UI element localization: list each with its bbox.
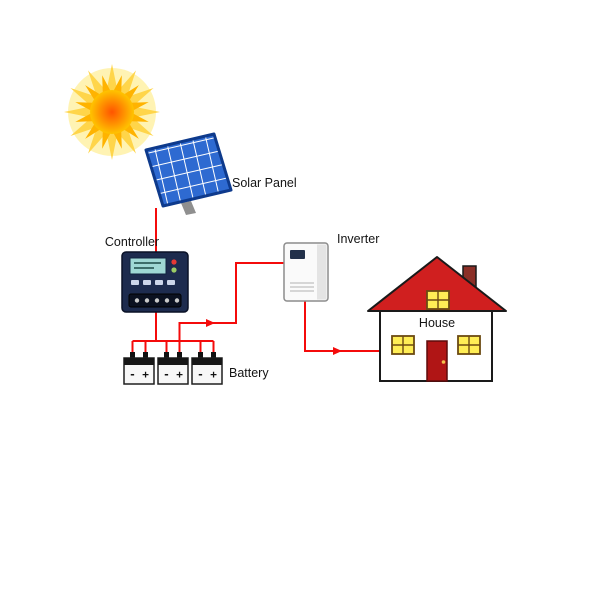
inverter-display bbox=[290, 250, 305, 259]
wire-battery-drops bbox=[131, 341, 215, 353]
controller-label: Controller bbox=[105, 235, 159, 249]
controller-icon bbox=[121, 251, 189, 313]
controller-terminal-screws bbox=[134, 298, 180, 303]
solar-panel-icon bbox=[144, 132, 233, 215]
house-icon bbox=[367, 256, 507, 382]
battery-polarity-label: - + bbox=[197, 368, 217, 381]
battery-polarity-label: - + bbox=[163, 368, 183, 381]
controller-lcd-text bbox=[134, 262, 161, 269]
house-label: House bbox=[419, 316, 455, 330]
battery-terminal bbox=[143, 352, 148, 359]
battery-icon: - + bbox=[123, 352, 155, 385]
doorknob-icon bbox=[441, 360, 446, 364]
battery-terminal bbox=[198, 352, 203, 359]
inverter-side-panel bbox=[317, 244, 327, 300]
battery-terminal bbox=[164, 352, 169, 359]
door-icon bbox=[426, 340, 448, 382]
flow-arrow-to-house bbox=[333, 347, 342, 355]
battery-terminal bbox=[177, 352, 182, 359]
battery-terminal bbox=[130, 352, 135, 359]
wire-battery-to-inverter bbox=[178, 262, 284, 353]
flow-arrow-to-inverter bbox=[206, 319, 215, 327]
battery-icon: - + bbox=[191, 352, 223, 385]
sun-core bbox=[90, 90, 134, 134]
controller-lcd bbox=[129, 257, 167, 275]
battery-cap bbox=[124, 358, 154, 365]
battery-terminal bbox=[211, 352, 216, 359]
sun-icon bbox=[64, 64, 160, 160]
controller-led-green bbox=[171, 267, 177, 273]
wire-inverter-to-house bbox=[304, 301, 380, 352]
solar-panel-label: Solar Panel bbox=[232, 176, 297, 190]
panel-cells bbox=[144, 132, 233, 208]
inverter-label: Inverter bbox=[337, 232, 379, 246]
inverter-vents bbox=[290, 282, 314, 292]
controller-led-red bbox=[171, 259, 177, 265]
battery-cap bbox=[192, 358, 222, 365]
controller-buttons bbox=[131, 280, 175, 285]
wiring bbox=[131, 208, 380, 353]
battery-cap bbox=[158, 358, 188, 365]
battery-polarity-label: - + bbox=[129, 368, 149, 381]
battery-icon: - + bbox=[157, 352, 189, 385]
panel-stand bbox=[181, 201, 196, 215]
battery-bank: - + - + - + bbox=[123, 352, 223, 385]
right-window-icon bbox=[457, 335, 481, 355]
battery-label: Battery bbox=[229, 366, 269, 380]
inverter-icon bbox=[283, 242, 329, 302]
roof bbox=[367, 256, 507, 312]
gable-window-icon bbox=[426, 290, 450, 310]
left-window-icon bbox=[391, 335, 415, 355]
